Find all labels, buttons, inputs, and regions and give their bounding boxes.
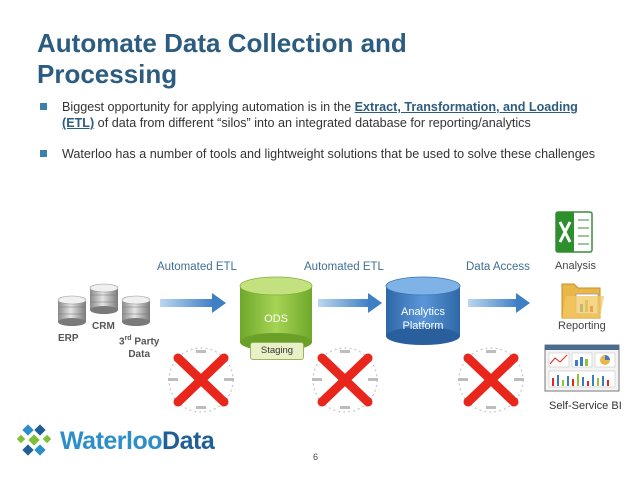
third-party-superscript: rd — [124, 335, 132, 342]
logo-part-1: Waterloo — [60, 427, 163, 455]
dashboard-icon — [544, 344, 620, 392]
bullet-text: Waterloo has a number of tools and light… — [62, 147, 595, 161]
page-number: 6 — [313, 452, 319, 462]
analytics-label: Analytics Platform — [386, 305, 460, 333]
third-party-word: Party — [134, 336, 160, 348]
cross-mark-icon — [173, 353, 229, 407]
source-label-third-party: 3rd Party Data — [119, 332, 159, 361]
bullet-text: of data from different “silos” into an i… — [94, 116, 531, 130]
bullet-list: Biggest opportunity for applying automat… — [40, 99, 600, 162]
third-party-number: 3 — [119, 336, 125, 348]
excel-icon — [555, 211, 593, 253]
third-party-line2: Data — [128, 349, 151, 361]
cross-mark-icon — [463, 353, 519, 407]
company-logo: WaterlooData — [60, 427, 215, 456]
database-icon — [89, 283, 119, 314]
analytics-database-icon — [385, 276, 461, 345]
output-label-self-service-bi: Self-Service BI — [549, 400, 622, 412]
ods-database-icon — [239, 276, 313, 351]
database-icon — [57, 295, 87, 326]
ods-label: ODS — [264, 313, 288, 325]
output-label-analysis: Analysis — [555, 260, 596, 272]
analytics-label-line2: Platform — [402, 320, 444, 332]
analytics-label-line1: Analytics — [400, 306, 446, 318]
source-label-crm: CRM — [92, 321, 115, 332]
output-label-reporting: Reporting — [558, 320, 606, 332]
logo-mark-icon — [16, 424, 52, 456]
stage-label-data-access: Data Access — [466, 261, 530, 273]
bullet-item: Biggest opportunity for applying automat… — [40, 99, 600, 131]
staging-tag: Staging — [250, 342, 304, 360]
bullet-text: Biggest opportunity for applying automat… — [62, 100, 355, 114]
arrow-icon — [318, 293, 382, 313]
stage-label-etl-2: Automated ETL — [304, 261, 384, 273]
cross-mark-icon — [317, 353, 373, 407]
source-label-erp: ERP — [58, 333, 79, 344]
bullet-emphasis: Extract, Transformation, and Loading (ET… — [62, 100, 578, 130]
title-line-1: Automate Data Collection and — [37, 28, 407, 58]
bullet-marker-icon — [40, 150, 47, 157]
bullet-marker-icon — [40, 103, 47, 110]
bullet-item: Waterloo has a number of tools and light… — [40, 146, 600, 162]
folder-icon — [561, 283, 604, 319]
logo-part-2: Data — [162, 427, 215, 455]
slide-title: Automate Data Collection and Processing — [37, 28, 597, 90]
arrow-icon — [468, 293, 530, 313]
title-line-2: Processing — [37, 59, 178, 89]
database-icon — [121, 295, 151, 326]
stage-label-etl-1: Automated ETL — [157, 261, 237, 273]
arrow-icon — [160, 293, 226, 313]
